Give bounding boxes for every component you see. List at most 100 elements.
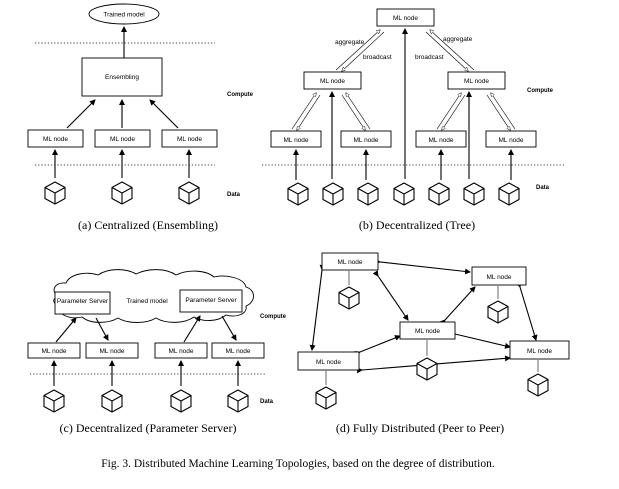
parameter-server-label: Parameter Server — [185, 297, 237, 304]
parameter-server-label: Parameter Server — [57, 298, 109, 305]
panel-peer-to-peer: ML node ML node ML node ML node ML node … — [297, 252, 570, 435]
ensembling-box — [81, 57, 163, 97]
data-cube-icon — [338, 286, 360, 310]
broadcast-arrow — [486, 94, 510, 130]
panel-parameter-server: Parameter Server Parameter Server Traine… — [27, 269, 287, 435]
ml-node-box — [85, 342, 139, 359]
compute-label: Compute — [227, 92, 254, 98]
data-cube-icon — [43, 389, 65, 413]
ml-node-label: ML node — [353, 137, 378, 144]
ml-node-box — [509, 340, 570, 360]
compute-label: Compute — [527, 88, 554, 94]
ml-node-box — [161, 129, 218, 148]
node-arrow — [66, 99, 96, 129]
data-label: Data — [260, 399, 274, 405]
data-cube-icon — [227, 389, 249, 413]
ml-node-label: ML node — [415, 328, 440, 335]
ml-node-label: ML node — [316, 359, 341, 366]
ml-node-label: ML node — [168, 348, 193, 355]
broadcast-arrow — [297, 94, 321, 130]
aggregate-arrow — [346, 93, 371, 130]
ml-node-label: ML node — [498, 137, 523, 144]
data-cube-icon — [101, 389, 123, 413]
ml-node-label: ML node — [464, 78, 489, 85]
data-cube-icon — [416, 357, 438, 381]
aggregate-label: aggregate — [443, 36, 473, 43]
ml-node-box — [27, 342, 81, 359]
panel-centralized: Trained model Ensembling ML node ML node… — [27, 3, 254, 232]
data-cube-icon — [428, 182, 450, 206]
figure-caption: Fig. 3. Distributed Machine Learning Top… — [101, 458, 495, 470]
aggregate-arrow — [430, 30, 475, 71]
data-cube-icon — [527, 373, 549, 397]
caption-a: (a) Centralized (Ensembling) — [78, 218, 218, 232]
aggregate-arrow — [436, 93, 461, 130]
data-cube-icon — [287, 182, 309, 206]
trained-model-ellipse — [88, 3, 160, 25]
push-arrow — [183, 315, 201, 343]
ml-node-box — [270, 130, 322, 148]
ml-node-box — [447, 71, 506, 90]
broadcast-arrow — [342, 31, 385, 71]
peer-link — [515, 281, 538, 341]
ml-node-box — [340, 130, 392, 148]
ml-node-label: ML node — [527, 348, 552, 355]
ml-node-box — [27, 129, 84, 148]
data-cube-icon — [111, 181, 133, 205]
data-cube-icon — [44, 181, 66, 205]
node-arrow — [149, 99, 179, 129]
ml-node-label: ML node — [283, 137, 308, 144]
peer-link — [354, 335, 401, 357]
ml-node-box — [485, 130, 537, 148]
broadcast-arrow — [442, 94, 466, 130]
peer-link — [309, 264, 326, 351]
parameter-server-box — [179, 289, 243, 313]
ml-node-label: ML node — [110, 136, 135, 143]
aggregate-arrow — [291, 93, 316, 130]
ml-node-box — [297, 351, 360, 371]
data-cube-icon — [178, 181, 200, 205]
peer-link — [374, 258, 471, 275]
peer-link — [439, 286, 476, 326]
aggregate-arrow — [491, 93, 516, 130]
ml-node-box — [94, 129, 151, 148]
data-label: Data — [536, 185, 550, 191]
ml-node-label: ML node — [41, 348, 66, 355]
data-cube-icon — [487, 300, 509, 324]
caption-b: (b) Decentralized (Tree) — [359, 218, 475, 232]
broadcast-label: broadcast — [415, 54, 444, 61]
broadcast-arrow — [341, 94, 365, 130]
ml-node-label: ML node — [99, 348, 124, 355]
ml-node-label: ML node — [320, 78, 345, 85]
data-cube-icon — [393, 182, 415, 206]
ml-node-box — [399, 321, 456, 340]
ml-node-box — [321, 252, 379, 271]
compute-label: Compute — [260, 314, 287, 320]
panel-tree: ML node aggregate broadcast aggregate br… — [262, 8, 565, 232]
pull-arrow — [95, 317, 109, 341]
aggregate-label: aggregate — [335, 39, 365, 46]
broadcast-label: broadcast — [363, 54, 392, 61]
ml-node-box — [376, 8, 435, 27]
ml-node-label: ML node — [225, 348, 250, 355]
ml-node-box — [211, 342, 265, 359]
ml-node-label: ML node — [337, 259, 362, 266]
broadcast-arrow — [425, 31, 468, 71]
ml-node-label: ML node — [486, 274, 511, 281]
peer-link — [372, 270, 409, 321]
data-cube-icon — [315, 386, 337, 410]
data-cube-icon — [357, 182, 379, 206]
data-cube-icon — [322, 182, 344, 206]
ml-node-box — [154, 342, 208, 359]
trained-model-label: Trained model — [103, 12, 145, 19]
pull-arrow — [221, 315, 237, 341]
data-cube-icon — [170, 389, 192, 413]
trained-model-label: Trained model — [126, 298, 168, 305]
caption-c: (c) Decentralized (Parameter Server) — [60, 421, 237, 435]
ml-node-label: ML node — [43, 136, 68, 143]
data-label: Data — [227, 192, 241, 198]
ensembling-label: Ensembling — [105, 74, 139, 81]
peer-link — [449, 329, 511, 349]
ml-node-box — [415, 130, 467, 148]
